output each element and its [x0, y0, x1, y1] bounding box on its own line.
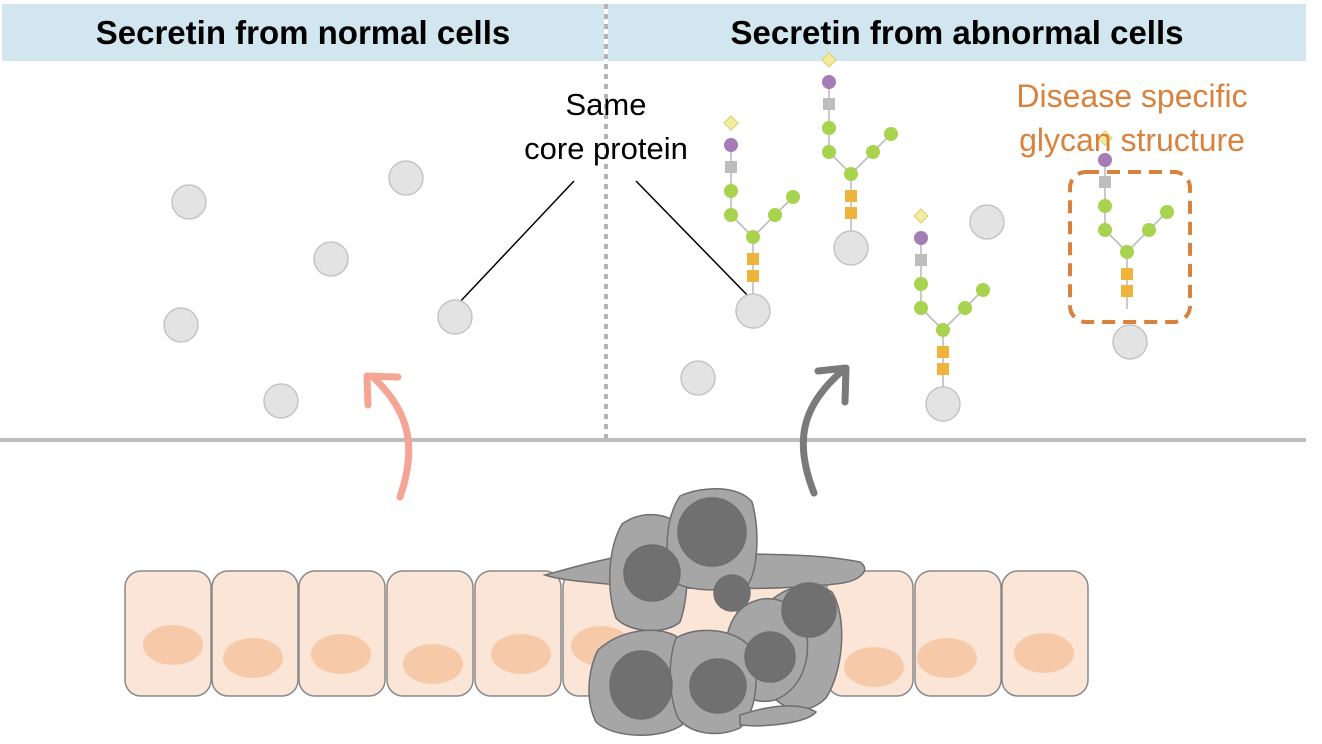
protein-group: [163, 160, 1148, 422]
glycan-green-circle: [976, 283, 990, 297]
glycan-green-circle: [1098, 223, 1112, 237]
normal-cell-nucleus: [143, 625, 203, 665]
protein-circle: [388, 160, 424, 196]
glycan-group: [723, 52, 1174, 387]
glycan-orange-square: [937, 346, 949, 358]
glycan-purple-circle: [724, 138, 738, 152]
normal-cell-nucleus: [917, 638, 977, 678]
glycan-diamond: [723, 115, 739, 131]
glycan-green-circle: [822, 121, 836, 135]
tumor-nucleus: [713, 574, 751, 612]
glycan-orange-square: [845, 207, 857, 219]
glycan-green-circle: [1142, 223, 1156, 237]
glycan-chain: [913, 208, 990, 387]
protein-circle: [925, 386, 961, 422]
glycan-green-circle: [1120, 245, 1134, 259]
glycan-gray-square: [1099, 176, 1111, 188]
protein-circle: [680, 360, 716, 396]
glycan-green-circle: [866, 145, 880, 159]
glycan-green-circle: [1160, 205, 1174, 219]
glycan-green-circle: [936, 323, 950, 337]
glycan-gray-square: [915, 254, 927, 266]
tumor-nucleus: [781, 582, 837, 638]
glycan-green-circle: [786, 190, 800, 204]
glycan-orange-square: [747, 270, 759, 282]
protein-circle: [735, 293, 771, 329]
glycan-gray-square: [823, 98, 835, 110]
normal-cell-nucleus: [491, 634, 551, 674]
leader-line-left: [456, 180, 575, 306]
glycan-diamond: [1097, 130, 1113, 146]
glycan-green-circle: [822, 145, 836, 159]
protein-circle: [263, 383, 299, 419]
glycan-purple-circle: [822, 75, 836, 89]
normal-cell: [474, 570, 562, 697]
glycan-green-circle: [914, 277, 928, 291]
tumor-nucleus: [623, 544, 681, 602]
glycan-green-circle: [844, 167, 858, 181]
header-abnormal-cells-text: Secretin from abnormal cells: [730, 13, 1184, 51]
glycan-diamond: [821, 52, 837, 68]
protein-circle: [833, 230, 869, 266]
protein-circle: [163, 307, 199, 343]
disease-glycan-label-line-1: Disease specific: [1016, 78, 1248, 114]
tumor-nucleus: [677, 497, 747, 567]
header-abnormal-cells: Secretin from abnormal cells: [608, 4, 1306, 61]
tumor-cell-tail: [739, 705, 818, 727]
glycan-chain: [723, 115, 800, 294]
glycan-chain: [821, 52, 898, 231]
glycan-green-circle: [914, 301, 928, 315]
glycan-orange-square: [845, 190, 857, 202]
header-normal-cells-text: Secretin from normal cells: [95, 13, 511, 51]
normal-cell-nucleus: [403, 644, 463, 684]
normal-cell-nucleus: [311, 634, 371, 674]
core-protein-label-line-1: Same: [565, 87, 647, 122]
glycan-green-circle: [884, 127, 898, 141]
core-protein-label-line-2: core protein: [524, 131, 688, 166]
glycan-orange-square: [1121, 285, 1133, 297]
tumor-nucleus: [744, 631, 796, 683]
disease-glycan-label-line-2: glycan structure: [1019, 122, 1245, 158]
glycan-gray-square: [725, 161, 737, 173]
core-protein-label: Same core protein: [496, 83, 716, 171]
normal-cell: [298, 570, 386, 697]
normal-secretion-arrow: [363, 372, 413, 501]
glycan-diamond: [913, 208, 929, 224]
normal-cell-nucleus: [1014, 633, 1074, 673]
glycan-chain: [1097, 130, 1174, 309]
glycan-green-circle: [958, 301, 972, 315]
tumor-nucleus: [609, 650, 673, 720]
tumor-nucleus: [689, 658, 747, 714]
leader-line-right: [635, 180, 753, 301]
protein-circle: [1112, 324, 1148, 360]
protein-circle: [969, 204, 1005, 240]
protein-circle: [171, 184, 207, 220]
tumor-cell-cluster: [542, 488, 866, 736]
protein-circle: [313, 241, 349, 277]
normal-cell-nucleus: [223, 638, 283, 678]
glycan-green-circle: [724, 208, 738, 222]
glycan-green-circle: [746, 230, 760, 244]
disease-glycan-box: [1068, 170, 1192, 324]
glycan-green-circle: [724, 184, 738, 198]
glycan-green-circle: [768, 208, 782, 222]
glycan-purple-circle: [914, 231, 928, 245]
glycan-orange-square: [937, 363, 949, 375]
header-normal-cells: Secretin from normal cells: [2, 4, 604, 61]
normal-cell-nucleus: [844, 647, 904, 687]
glycan-orange-square: [747, 253, 759, 265]
disease-glycan-label: Disease specific glycan structure: [990, 74, 1274, 162]
glycan-orange-square: [1121, 268, 1133, 280]
abnormal-secretion-arrow: [799, 364, 850, 497]
glycan-purple-circle: [1098, 153, 1112, 167]
glycan-green-circle: [1098, 199, 1112, 213]
normal-cell: [914, 570, 1002, 697]
protein-circle: [437, 299, 473, 335]
